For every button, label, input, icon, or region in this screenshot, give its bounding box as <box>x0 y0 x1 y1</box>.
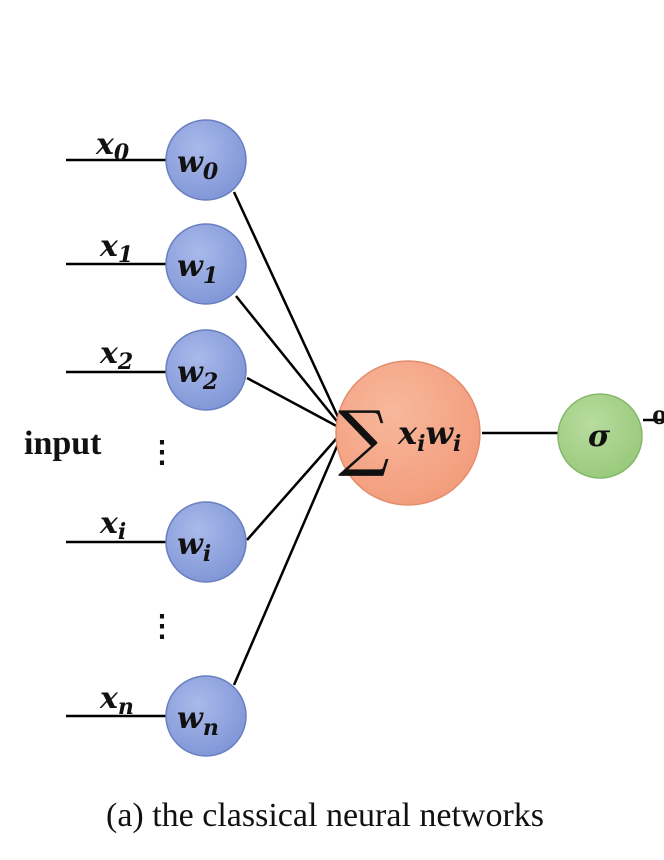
edge-w2-sum <box>246 376 345 432</box>
input-label-x0: x0 <box>95 127 130 166</box>
weight-node-w0: w0 <box>165 119 247 201</box>
svg-text:wi: wi <box>177 527 211 567</box>
output-label-partial: o <box>652 398 664 431</box>
sum-term-label: xiwi <box>397 414 461 457</box>
edge-wn-sum <box>232 429 346 686</box>
input-label-x1: x1 <box>99 229 133 268</box>
svg-text:w1: w1 <box>177 249 218 289</box>
input-group-label: input <box>24 425 102 462</box>
sigma-sum-symbol: ∑ <box>338 395 389 479</box>
ellipsis-lower: ⋮ <box>147 610 177 643</box>
activation-symbol: σ <box>588 419 611 454</box>
edge-w0-sum <box>232 191 346 431</box>
svg-text:w0: w0 <box>177 145 219 185</box>
activation-node: σ <box>557 393 643 479</box>
weight-node-w1: w1 <box>165 223 247 305</box>
weight-node-wi: wi <box>165 501 247 583</box>
summation-node: ∑ xiwi <box>335 360 481 506</box>
edge-w1-sum <box>235 295 345 431</box>
input-label-xn: xn <box>99 681 134 720</box>
input-label-x2: x2 <box>99 336 133 375</box>
edge-wi-sum <box>246 429 345 541</box>
input-lines <box>66 158 170 718</box>
input-label-xi: xi <box>99 506 126 545</box>
connections <box>232 191 664 686</box>
weight-node-w2: w2 <box>165 329 247 411</box>
figure-caption: (a) the classical neural networks <box>106 797 544 834</box>
weight-node-wn: wn <box>165 675 247 757</box>
svg-text:w2: w2 <box>177 355 218 395</box>
ellipsis-upper: ⋮ <box>147 436 177 469</box>
svg-text:wn: wn <box>177 701 219 741</box>
